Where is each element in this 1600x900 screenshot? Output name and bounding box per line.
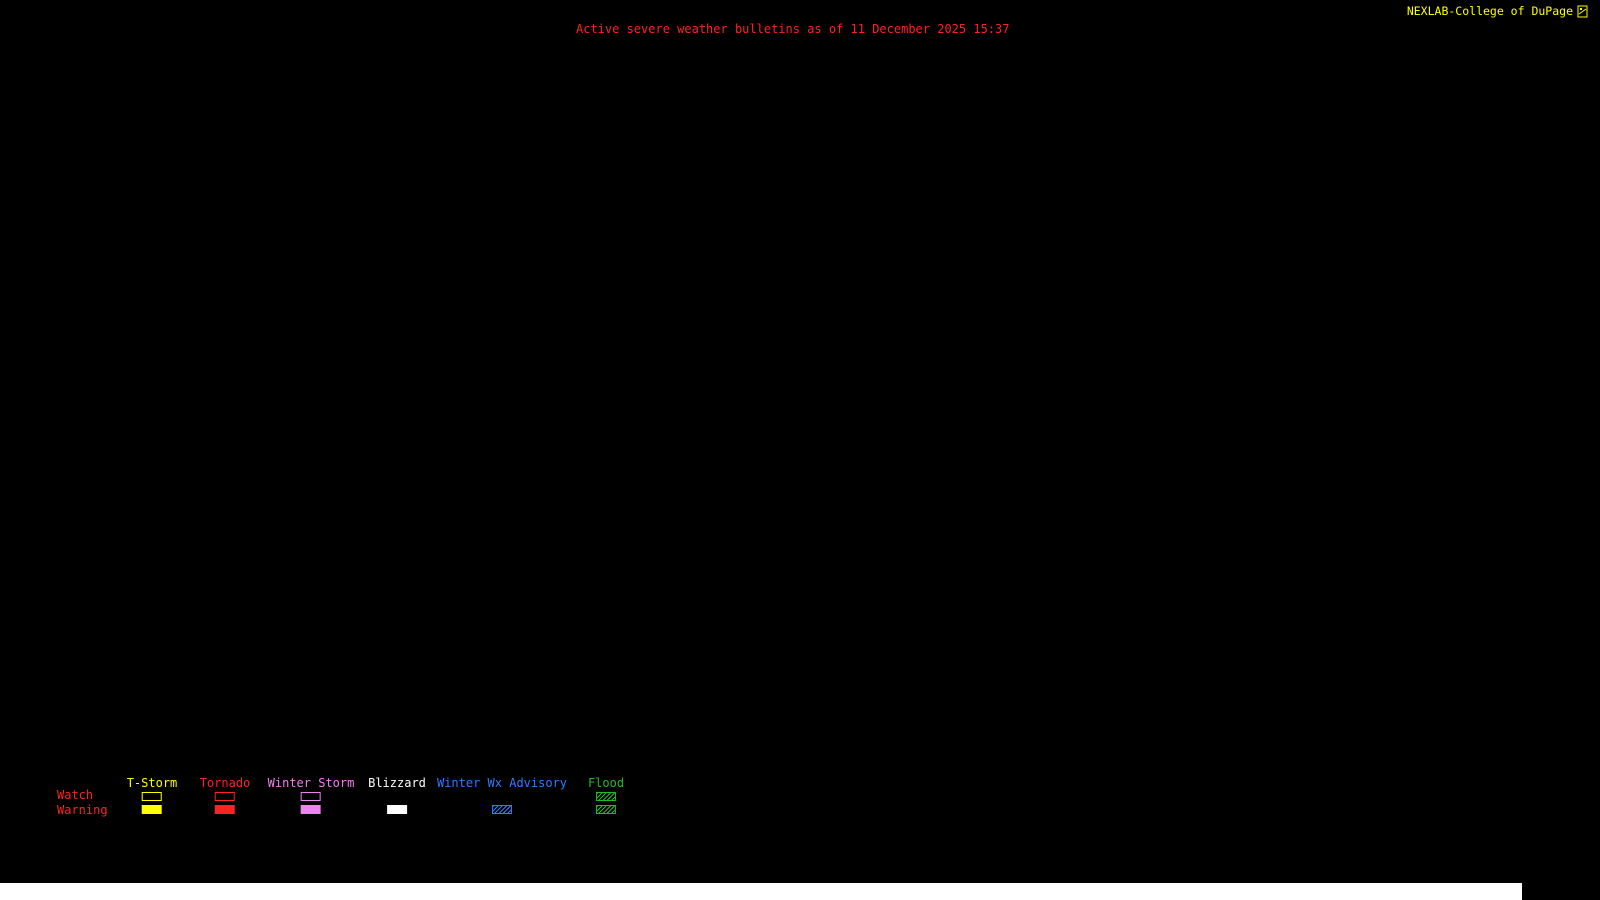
brand: NEXLAB-College of DuPage	[1407, 4, 1588, 18]
legend-column-flood: Flood	[588, 777, 624, 814]
legend-label-winter-wx-advisory: Winter Wx Advisory	[436, 776, 568, 790]
tornado-watch-swatch	[214, 792, 235, 801]
tstorm-warning-swatch	[141, 805, 162, 814]
legend-label-tstorm: T-Storm	[126, 776, 178, 790]
legend-watch-row-label: Watch	[57, 788, 94, 802]
blizzard-warning-swatch	[386, 805, 407, 814]
flood-warning-swatch	[596, 805, 616, 814]
legend-label-winter-storm: Winter Storm	[267, 776, 355, 790]
bulletin-title: Active severe weather bulletins as of 11…	[576, 22, 1010, 36]
legend-column-blizzard: Blizzard	[368, 777, 426, 814]
winter-storm-warning-swatch	[300, 805, 321, 814]
legend-label-tornado: Tornado	[199, 776, 251, 790]
legend-column-winter-wx-advisory: Winter Wx Advisory	[437, 777, 567, 814]
legend-label-blizzard: Blizzard	[368, 776, 426, 790]
tornado-warning-swatch	[214, 805, 235, 814]
legend-column-tstorm: T-Storm	[126, 776, 178, 814]
nexlab-logo-icon	[1577, 5, 1588, 18]
legend-warning-row-label: Warning	[57, 803, 108, 817]
tstorm-watch-swatch	[141, 792, 162, 801]
brand-label: NEXLAB-College of DuPage	[1406, 4, 1573, 18]
legend-column-winter-storm: Winter Storm	[267, 776, 355, 814]
winter-wx-advisory-warning-swatch	[491, 805, 512, 814]
legend-label-flood: Flood	[587, 776, 625, 790]
winter-storm-watch-swatch	[300, 792, 321, 801]
legend-column-tornado: Tornado	[199, 776, 251, 814]
footer-bar	[0, 883, 1522, 900]
flood-watch-swatch	[596, 792, 616, 801]
